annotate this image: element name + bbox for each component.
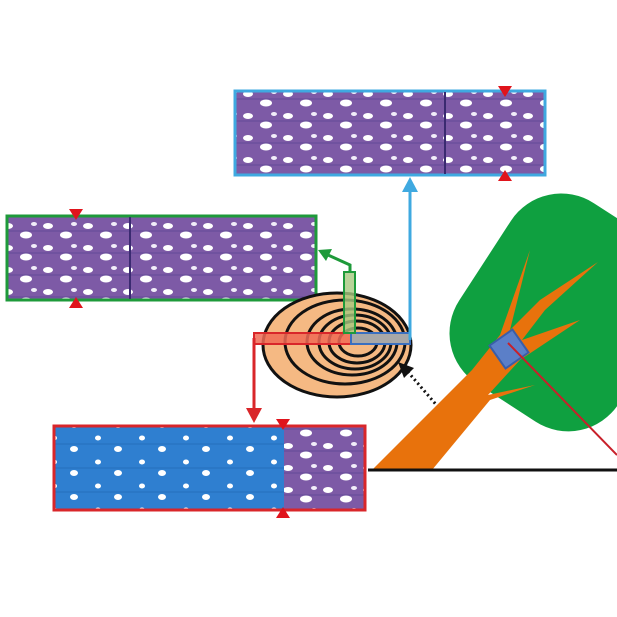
marker-bottom-icon [498, 170, 512, 181]
marker-bottom-icon [276, 507, 290, 518]
marker-top-icon [69, 209, 83, 220]
micrograph-outer-wood [233, 89, 547, 177]
green-panel [5, 209, 318, 308]
tree-trunk [372, 250, 598, 470]
micrograph-blue-section [54, 426, 284, 510]
panel-border [52, 424, 367, 512]
sample-block [488, 328, 530, 370]
micrograph-purple-section [284, 426, 365, 510]
log-cross-section [253, 271, 413, 399]
marker-top-icon [498, 86, 512, 97]
marker-top-icon [276, 419, 290, 430]
blue-sample-strip [350, 332, 411, 345]
marker-bottom-icon [69, 297, 83, 308]
tree [368, 193, 617, 472]
dotted-arrow [398, 362, 460, 431]
red-panel [52, 419, 367, 518]
green-arrow [318, 249, 352, 272]
red-arrow [246, 338, 262, 423]
red-leader-line [507, 342, 617, 456]
red-sample-strip [253, 332, 352, 345]
micrograph-middle-wood [5, 214, 318, 302]
blue-panel [233, 86, 547, 181]
green-sample-strip [343, 271, 356, 334]
blue-arrow [402, 177, 418, 340]
